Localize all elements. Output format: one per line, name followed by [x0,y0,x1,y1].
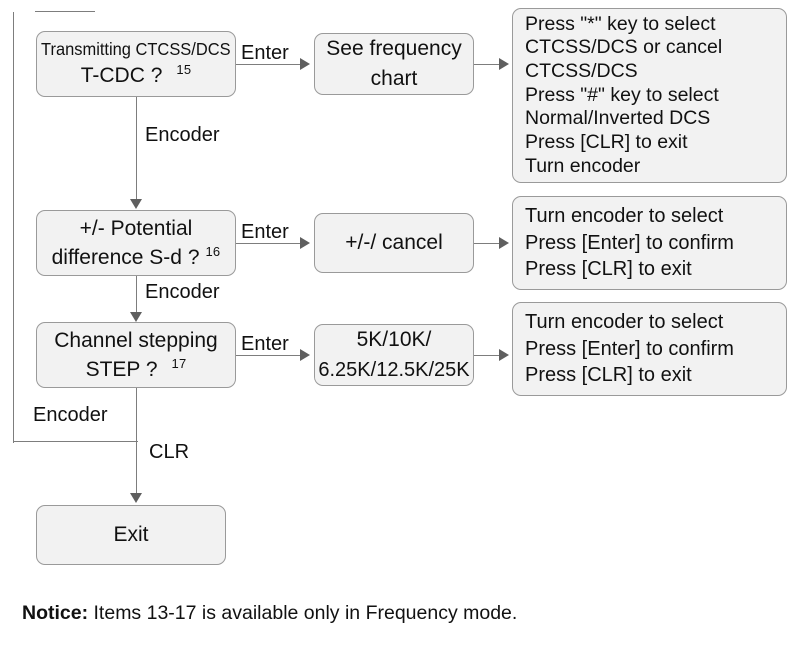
arrow-step-to-instr3 [499,349,509,361]
instruction-line: Press [Enter] to confirm [525,337,734,360]
edge-line-cancel-to-instr2 [474,243,502,244]
edge-line-chart-to-instr1 [474,64,502,65]
instruction-line: Turn encoder [525,154,641,177]
edge-label-encoder-loop: Encoder [33,404,108,426]
feedback-loop-top-stub [35,11,95,12]
feedback-loop-vertical-line [13,12,14,443]
instruction-line: Press "*" key to select [525,12,716,35]
edge-line-clr [136,388,137,498]
edge-line-encoder-1 [136,97,137,203]
edge-label-enter-2: Enter [241,221,289,243]
instruction-line: Turn encoder to select [525,310,724,333]
instruction-line: CTCSS/DCS or cancel [525,36,723,59]
menu-node-t-cdc-line2: T-CDC ?15 [80,62,192,88]
edge-line-enter-1 [236,64,304,65]
menu-node-t-cdc[interactable]: Transmitting CTCSS/DCS T-CDC ?15 [36,31,236,97]
value-node-channel-step[interactable]: 5K/10K/ 6.25K/12.5K/25K [314,324,474,386]
instruction-node-step[interactable]: Turn encoder to select Press [Enter] to … [512,302,787,396]
instruction-line: Press [CLR] to exit [525,258,692,281]
arrow-enter-2 [300,237,310,249]
edge-label-encoder-2: Encoder [145,281,220,303]
edge-line-enter-2 [236,243,304,244]
edge-label-clr: CLR [149,441,190,463]
arrow-enter-1 [300,58,310,70]
instruction-line: Press [Enter] to confirm [525,231,734,254]
menu-node-s-d[interactable]: +/- Potential difference S-d ?16 [36,210,236,276]
value-node-plus-minus-cancel[interactable]: +/-/ cancel [314,213,474,273]
instruction-line: Press [CLR] to exit [525,364,692,387]
menu-node-t-cdc-index: 15 [176,62,192,78]
menu-node-step-line1: Channel stepping [54,328,218,352]
instruction-node-sd[interactable]: Turn encoder to select Press [Enter] to … [512,196,787,290]
arrow-enter-3 [300,349,310,361]
instruction-line: Press "#" key to select [525,83,719,106]
notice-text: Notice: Items 13-17 is available only in… [22,602,517,625]
edge-label-enter-1: Enter [241,42,289,64]
arrow-clr [130,493,142,503]
edge-label-enter-3: Enter [241,333,289,355]
arrow-cancel-to-instr2 [499,237,509,249]
instruction-line: Normal/Inverted DCS [525,107,711,130]
notice-body: Items 13-17 is available only in Frequen… [88,602,518,624]
value-node-plus-minus-cancel-line1: +/-/ cancel [345,230,443,254]
edge-line-encoder-2 [136,276,137,317]
value-node-channel-step-line2: 6.25K/12.5K/25K [318,358,470,381]
value-node-frequency-chart-line2: chart [370,67,418,90]
exit-node[interactable]: Exit [36,505,226,565]
feedback-loop-horizontal-line [13,441,138,442]
menu-node-t-cdc-line1: Transmitting CTCSS/DCS [41,39,231,60]
arrow-encoder-1 [130,199,142,209]
instruction-node-ctcss[interactable]: Press "*" key to select CTCSS/DCS or can… [512,8,787,183]
edge-line-enter-3 [236,355,304,356]
arrow-encoder-2 [130,312,142,322]
menu-node-step-line2: STEP ?17 [85,355,187,381]
arrow-chart-to-instr1 [499,58,509,70]
menu-node-s-d-line2: difference S-d ?16 [51,243,221,269]
menu-node-s-d-line1: +/- Potential [79,216,193,240]
value-node-frequency-chart-line1: See frequency [326,36,462,60]
edge-label-encoder-1: Encoder [145,124,220,146]
menu-node-step[interactable]: Channel stepping STEP ?17 [36,322,236,388]
edge-line-step-to-instr3 [474,355,502,356]
notice-prefix: Notice: [22,602,89,624]
value-node-frequency-chart[interactable]: See frequency chart [314,33,474,95]
exit-node-label: Exit [113,523,149,547]
instruction-line: Press [CLR] to exit [525,131,688,154]
instruction-line: Turn encoder to select [525,204,724,227]
menu-node-step-index: 17 [171,355,187,371]
instruction-line: CTCSS/DCS [525,59,638,82]
value-node-channel-step-line1: 5K/10K/ [356,328,432,352]
menu-node-s-d-index: 16 [205,243,221,259]
